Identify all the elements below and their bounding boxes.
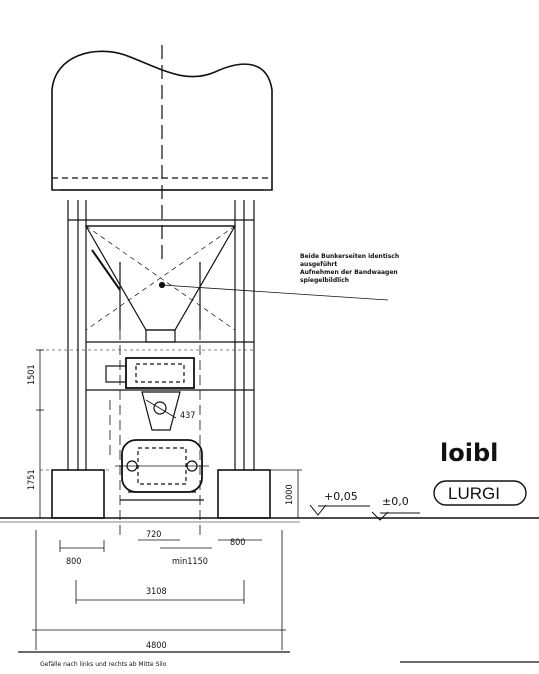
dim-437: 437 xyxy=(180,411,195,421)
dim-800-right: 800 xyxy=(230,538,245,548)
note-line-2: ausgeführt xyxy=(300,261,337,268)
feeder-unit xyxy=(115,391,209,501)
dim-720: 720 xyxy=(146,530,161,540)
horizontal-dims xyxy=(18,530,539,663)
silo-top xyxy=(51,45,273,260)
dim-min1150: min1150 xyxy=(172,557,208,567)
dim-4800: 4800 xyxy=(146,641,167,651)
footer-note: Gefälle nach links und rechts ab Mitte S… xyxy=(40,661,167,668)
dim-1751: 1751 xyxy=(27,469,37,490)
level-plus: +0,05 xyxy=(324,490,358,503)
level-zero: ±0,0 xyxy=(382,495,409,508)
vertical-dims xyxy=(36,349,302,519)
level-markers xyxy=(309,504,420,521)
belt-scale xyxy=(40,341,254,391)
dim-800-left: 800 xyxy=(66,557,81,567)
dim-3108: 3108 xyxy=(146,587,167,597)
foundations xyxy=(40,469,271,519)
note-line-3: Aufnehmen der Bandwaagen xyxy=(300,269,398,276)
lurgi-oval xyxy=(433,480,527,506)
guide-lines xyxy=(109,330,201,540)
note-leader xyxy=(161,284,389,301)
lurgi-label: LURGI xyxy=(448,484,500,503)
dim-1501: 1501 xyxy=(27,364,37,385)
dim-1000: 1000 xyxy=(285,484,295,505)
ground-line xyxy=(0,517,539,523)
note-line-1: Beide Bunkerseiten identisch xyxy=(300,253,399,260)
loibl-logo: loibl xyxy=(440,439,498,467)
note-line-4: spiegelbildlich xyxy=(300,277,349,284)
